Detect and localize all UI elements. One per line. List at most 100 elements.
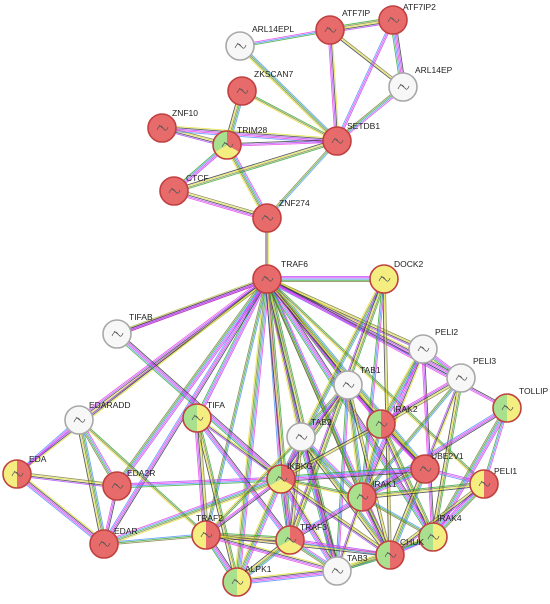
node-peli3[interactable]: PELI3 (446, 356, 496, 393)
protein-structure-icon (295, 433, 308, 440)
node-irak2[interactable]: IRAK2 (366, 404, 418, 439)
edge-ikbkg-chuk (279, 477, 392, 557)
node-label-irak2: IRAK2 (393, 404, 418, 414)
protein-structure-icon (478, 480, 491, 487)
node-label-ctcf: CTCF (186, 173, 209, 183)
node-tollip[interactable]: TOLLIP (492, 386, 548, 423)
node-atf7ip2[interactable]: ATF7IP2 (378, 2, 436, 35)
edge-peli3-irak2 (379, 375, 463, 427)
protein-structure-icon (275, 475, 288, 482)
node-tab3[interactable]: TAB3 (322, 553, 368, 586)
node-tifab[interactable]: TIFAB (102, 312, 153, 349)
node-peli1[interactable]: PELI1 (469, 466, 517, 499)
node-label-irak1: IRAK1 (372, 479, 397, 489)
node-chuk[interactable]: CHUK (375, 537, 424, 570)
node-arl14epl[interactable]: ARL14EPL (225, 24, 294, 61)
node-eda2r[interactable]: EDA2R (102, 468, 155, 501)
node-label-tifab: TIFAB (129, 312, 153, 322)
edge-ube2v1-chuk (387, 467, 428, 557)
node-irak1[interactable]: IRAK1 (347, 479, 397, 512)
protein-structure-icon (111, 482, 124, 489)
edge-alpk1-tab3 (236, 567, 338, 586)
node-label-chuk: CHUK (400, 537, 424, 547)
protein-structure-icon (156, 124, 169, 131)
node-ctcf[interactable]: CTCF (159, 173, 209, 206)
edge-setdb1-znf274 (265, 139, 339, 220)
edge-tab2-traf2 (204, 435, 303, 537)
protein-structure-icon (11, 470, 24, 477)
protein-structure-icon (221, 141, 234, 148)
node-alpk1[interactable]: ALPK1 (222, 564, 272, 597)
node-label-irak4: IRAK4 (437, 513, 462, 523)
edge-trim28-setdb1 (226, 139, 338, 147)
edge-edar-traf2 (103, 533, 207, 546)
edge-traf6-eda2r (114, 277, 270, 488)
protein-structure-icon (331, 137, 344, 144)
edge-arl14epl-atf7ip (239, 28, 331, 48)
edges-layer (15, 16, 510, 586)
node-edaradd[interactable]: EDARADD (64, 400, 131, 435)
node-setdb1[interactable]: SETDB1 (322, 121, 380, 156)
edge-traf6-alpk1 (233, 278, 271, 583)
node-label-traf3: TRAF3 (300, 522, 327, 532)
node-peli2[interactable]: PELI2 (408, 327, 458, 364)
protein-structure-icon (200, 531, 213, 538)
node-arl14ep[interactable]: ARL14EP (388, 65, 453, 102)
protein-structure-icon (378, 275, 391, 282)
edge-atf7ip-arl14ep (328, 28, 405, 89)
node-zkscan7[interactable]: ZKSCAN7 (227, 69, 293, 106)
node-znf274[interactable]: ZNF274 (252, 198, 310, 233)
node-label-traf2: TRAF2 (196, 513, 223, 523)
node-traf3[interactable]: TRAF3 (275, 522, 327, 555)
protein-structure-icon (397, 83, 410, 90)
edge-ikbkg-alpk1 (234, 477, 284, 584)
protein-structure-icon (234, 42, 247, 49)
node-traf6[interactable]: TRAF6 (252, 259, 308, 294)
node-traf2[interactable]: TRAF2 (191, 513, 223, 550)
protein-structure-icon (427, 533, 440, 540)
node-atf7ip[interactable]: ATF7IP (315, 8, 371, 45)
edge-irak2-irak4 (378, 422, 436, 539)
protein-structure-icon (73, 416, 86, 423)
node-eda[interactable]: EDA (2, 454, 47, 489)
node-tab2[interactable]: TAB2 (286, 417, 332, 452)
node-label-atf7ip2: ATF7IP2 (403, 2, 436, 12)
protein-structure-icon (111, 330, 124, 337)
node-ikbkg[interactable]: IKBKG (266, 461, 313, 494)
protein-structure-icon (284, 536, 297, 543)
node-tifa[interactable]: TIFA (182, 400, 225, 433)
node-dock2[interactable]: DOCK2 (369, 259, 424, 294)
edge-peli3-irak4 (430, 377, 464, 538)
edge-atf7ip-setdb1 (327, 29, 340, 142)
protein-structure-icon (455, 374, 468, 381)
node-irak4[interactable]: IRAK4 (418, 513, 462, 552)
node-tab1[interactable]: TAB1 (333, 365, 381, 400)
node-label-peli1: PELI1 (494, 466, 517, 476)
node-label-tab3: TAB3 (347, 553, 368, 563)
node-label-eda2r: EDA2R (127, 468, 155, 478)
protein-structure-icon (261, 214, 274, 221)
node-znf10[interactable]: ZNF10 (147, 108, 198, 143)
protein-structure-icon (236, 87, 249, 94)
edge-tifa-ikbkg (195, 416, 283, 481)
node-ube2v1[interactable]: UBE2V1 (410, 451, 464, 484)
edge-ctcf-znf274 (173, 188, 268, 221)
edge-tifa-traf3 (195, 416, 292, 542)
protein-structure-icon (501, 404, 514, 411)
protein-structure-icon (191, 414, 204, 421)
edge-eda-edar (15, 471, 106, 547)
edge-ikbkg-traf2 (204, 477, 283, 537)
protein-structure-icon (168, 187, 181, 194)
node-trim28[interactable]: TRIM28 (212, 125, 268, 160)
protein-structure-icon (324, 26, 337, 33)
edge-ube2v1-ikbkg (280, 465, 426, 483)
node-edar[interactable]: EDAR (89, 526, 138, 559)
node-label-peli3: PELI3 (473, 356, 496, 366)
node-label-setdb1: SETDB1 (347, 121, 380, 131)
node-label-ube2v1: UBE2V1 (431, 451, 464, 461)
node-label-znf274: ZNF274 (279, 198, 310, 208)
node-label-dock2: DOCK2 (394, 259, 424, 269)
edge-tifa-traf2 (193, 417, 210, 536)
